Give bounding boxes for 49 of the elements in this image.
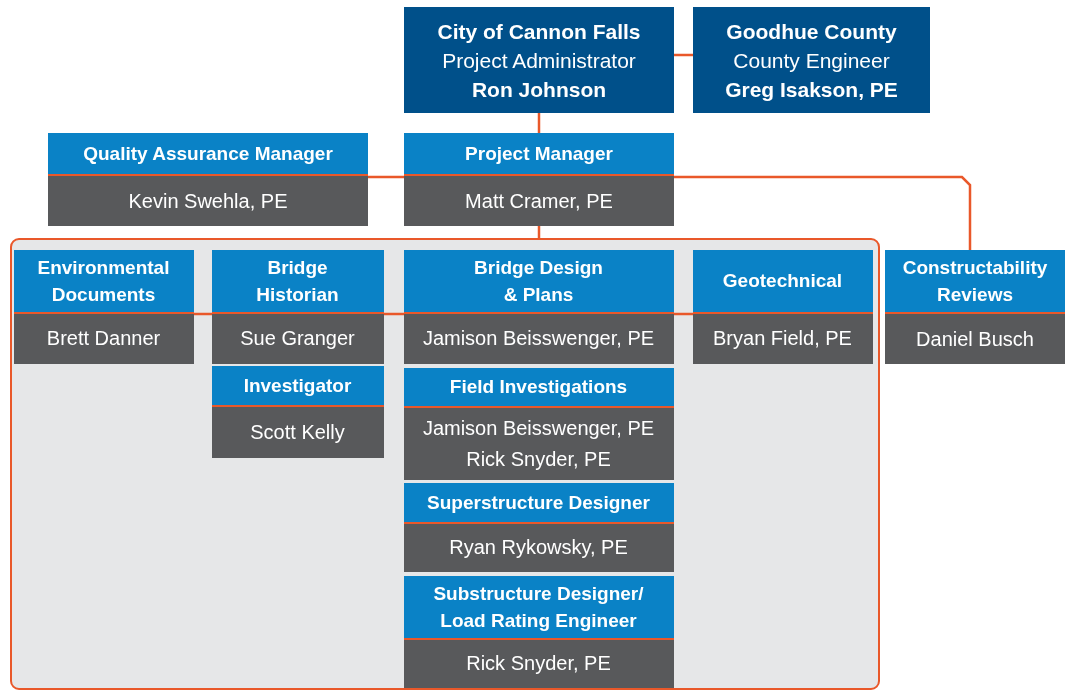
team-group-panel — [10, 238, 880, 690]
role-title: Superstructure Designer — [427, 490, 650, 515]
organization-name: Goodhue County — [726, 18, 897, 45]
role-title: Constructability Reviews — [901, 256, 1049, 307]
role-card — [403, 249, 674, 364]
role-title: Project Administrator — [442, 47, 636, 74]
role-card — [404, 133, 674, 226]
role-card — [885, 250, 1065, 364]
stakeholder-box — [693, 7, 930, 113]
connector-line — [537, 113, 541, 133]
person-name: Matt Cramer, PE — [465, 188, 613, 214]
organization-name: City of Cannon Falls — [437, 18, 641, 45]
person-name: Greg Isakson, PE — [725, 76, 898, 103]
connector-line — [674, 175, 972, 250]
role-title: Quality Assurance Manager — [83, 142, 333, 166]
person-name: Scott Kelly — [250, 419, 345, 445]
role-card — [692, 249, 873, 364]
person-name: Jamison Beisswenger, PE — [422, 326, 655, 351]
connector-line — [674, 53, 693, 57]
connector-line — [384, 312, 404, 316]
role-title: Investigator — [243, 373, 352, 398]
person-name: Jamison Beisswenger, PE — [422, 415, 655, 441]
role-title: Substructure Designer/ Load Rating Engineer — [432, 581, 645, 633]
connector-line — [674, 312, 693, 316]
role-title: Environmental Documents — [36, 255, 171, 307]
role-title: Project Manager — [465, 142, 613, 166]
person-name: Ron Johnson — [471, 76, 607, 103]
role-title: County Engineer — [733, 47, 890, 74]
person-name: Bryan Field, PE — [713, 326, 852, 351]
person-name: Ryan Rykowsky, PE — [449, 535, 628, 560]
person-name: Rick Snyder, PE — [466, 446, 611, 472]
role-card — [211, 249, 384, 364]
stakeholder-box — [404, 7, 674, 113]
role-card — [403, 367, 674, 480]
role-card — [403, 575, 674, 688]
role-card — [211, 365, 384, 458]
person-name: Rick Snyder, PE — [466, 651, 611, 676]
role-title: Geotechnical — [722, 269, 843, 293]
person-name: Sue Granger — [240, 326, 355, 351]
person-name: Daniel Busch — [916, 326, 1034, 352]
person-name: Brett Danner — [46, 326, 161, 351]
role-card — [48, 133, 368, 226]
role-title: Bridge Historian — [255, 255, 340, 307]
role-card — [13, 249, 194, 364]
role-title: Field Investigations — [449, 375, 628, 399]
person-name: Kevin Swehla, PE — [128, 188, 288, 214]
role-title: Bridge Design & Plans — [473, 255, 604, 307]
role-card — [403, 482, 674, 572]
connector-line — [368, 175, 404, 179]
